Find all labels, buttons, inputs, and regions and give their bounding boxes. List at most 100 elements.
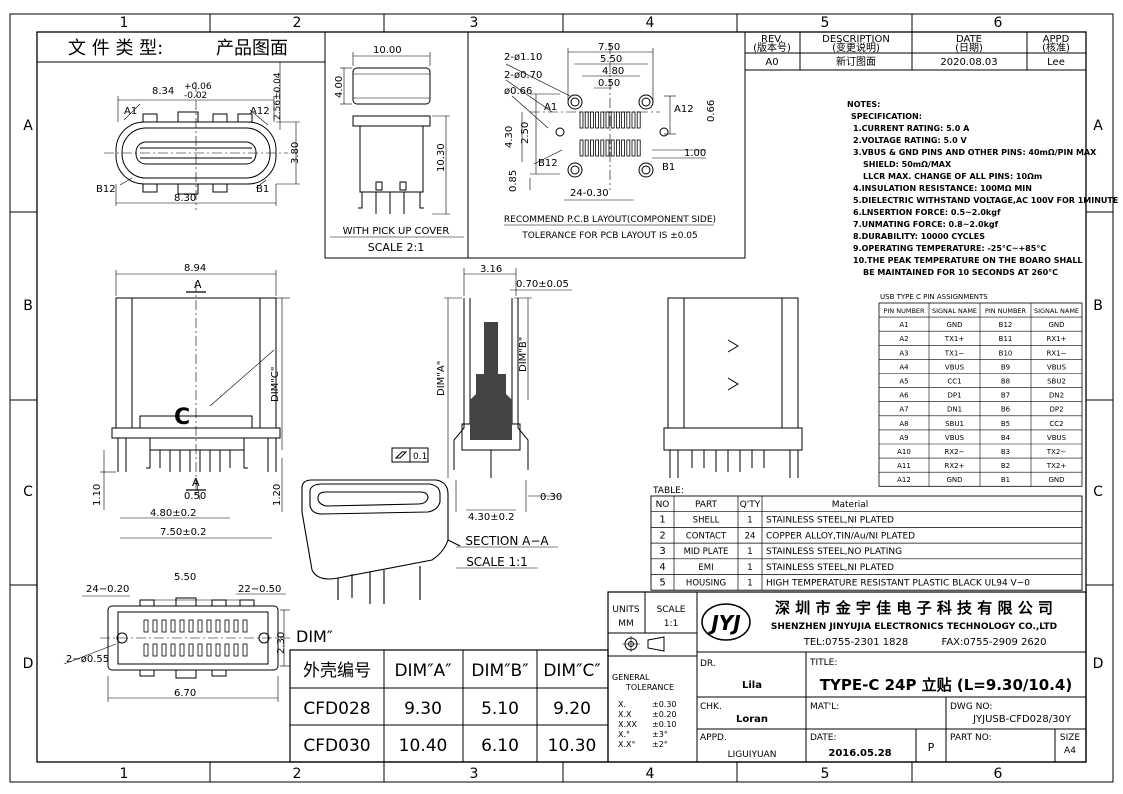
material-cell: HOUSING <box>686 579 726 589</box>
units-label: UNITS <box>612 605 639 615</box>
note-line-0: SPECIFICATION: <box>851 112 922 121</box>
zone-num-top-5: 5 <box>821 15 830 31</box>
pcb-pad <box>590 139 594 157</box>
note-line-4: SHIELD: 50mΩ/MAX <box>863 160 952 169</box>
title-value: TYPE-C 24P 立贴 (L=9.30/10.4) <box>820 676 1072 694</box>
notes-block: NOTES: SPECIFICATION: 1.CURRENT RATING: … <box>847 100 1118 277</box>
zone-num-top-3: 3 <box>470 15 479 31</box>
pin-table-cell: B12 <box>999 321 1013 329</box>
pcb-caption: RECOMMEND P.C.B LAYOUT(COMPONENT SIDE) <box>504 215 716 225</box>
top-view-label-a1: A1 <box>124 106 137 117</box>
rev-header-rev-en: REV. <box>761 34 783 45</box>
pin-table-cell: A9 <box>899 434 908 442</box>
material-cell: COPPER ALLOY,TIN/Au/NI PLATED <box>766 531 915 541</box>
pin-table-cell: A7 <box>899 406 908 414</box>
top-view-tol-plus: +0.06 <box>184 82 212 92</box>
pin-table-cell: GND <box>1048 476 1064 484</box>
rev-cell-date: 2020.08.03 <box>940 57 997 68</box>
note-line-6: 4.INSULATION RESISTANCE: 100MΩ MIN <box>853 184 1032 193</box>
pin-table-cell: DP2 <box>1049 406 1063 414</box>
material-cell: MID PLATE <box>684 547 729 557</box>
bottom-dim-2-30: 2.30 <box>276 632 287 654</box>
pcb-holes <box>555 94 669 178</box>
file-type-value: 产品图面 <box>216 38 288 59</box>
bottom-pin <box>242 619 248 633</box>
pcb-pad <box>616 139 620 157</box>
section-caption: SECTION A−A <box>465 534 549 548</box>
pin-table-cell: A4 <box>899 363 909 371</box>
pin-table-cell: TX1− <box>944 349 965 357</box>
pcb-dim-4-80: 4.80 <box>602 66 624 77</box>
material-cell: HIGH TEMPERATURE RESISTANT PLASTIC BLACK… <box>766 579 1030 589</box>
pcb-dim-7-50: 7.50 <box>598 42 620 53</box>
dim-row1-col1: 10.40 <box>399 736 448 756</box>
cover-caption: WITH PICK UP COVER <box>343 226 450 237</box>
pcb-pad <box>621 111 625 129</box>
date-label: DATE: <box>810 733 836 743</box>
zone-letter-left-b: B <box>23 298 33 314</box>
pcb-pad <box>590 111 594 129</box>
rev-cell-rev: A0 <box>765 57 778 68</box>
dim-row0-col2: 5.10 <box>481 699 519 719</box>
pcb-pad <box>600 111 605 129</box>
pin-table-cell: A2 <box>899 335 908 343</box>
pcb-dim-1-00: 1.00 <box>684 148 706 159</box>
rev-header-desc-en: DESCRIPTION <box>822 34 890 45</box>
pcb-label-a1: A1 <box>544 102 557 113</box>
top-view-label-b1: B1 <box>256 184 269 195</box>
section-hatch <box>470 322 512 440</box>
pin-table-cell: SBU1 <box>945 420 964 428</box>
cover-scale: SCALE 2:1 <box>368 241 424 254</box>
dim-row0-col3: 9.20 <box>553 699 591 719</box>
zone-letter-right-b: B <box>1093 298 1103 314</box>
pcb-pad <box>584 139 589 157</box>
material-cell: 2 <box>659 530 665 541</box>
cover-dim-width: 10.00 <box>373 45 402 56</box>
dim-row1-col0: CFD030 <box>303 736 370 756</box>
zone-num-top-2: 2 <box>293 15 302 31</box>
material-header: PART <box>695 500 718 510</box>
scale-value: 1:1 <box>664 619 678 629</box>
bottom-dim-holes: 2−ø0.55 <box>66 654 109 665</box>
bottom-view-labels: 24−0.20 5.50 22−0.50 2.30 2−ø0.55 6.70 <box>66 572 287 699</box>
rev-header-date-cn: (日期) <box>955 42 983 54</box>
bottom-pin <box>188 643 194 657</box>
pin-table-cell: B11 <box>999 335 1013 343</box>
pcb-pad <box>610 139 615 157</box>
top-view-label-a12: A12 <box>250 106 270 117</box>
top-view-labels: 8.34 +0.06 -0.02 8.30 2.56±0.04 3.80 A1 … <box>96 72 301 204</box>
bottom-pin <box>197 643 203 657</box>
bottom-pin <box>206 619 212 633</box>
pcb-tolerance: TOLERANCE FOR PCB LAYOUT IS ±0.05 <box>521 231 698 241</box>
dim-row0-col1: 9.30 <box>404 699 442 719</box>
zone-numbers: 1 2 3 4 5 6 1 2 3 4 5 6 A B C D A B C D <box>23 15 1104 782</box>
company-en: SHENZHEN JINYUJIA ELECTRONICS TECHNOLOGY… <box>771 622 1057 632</box>
pcb-dim-4-30: 4.30 <box>504 126 515 148</box>
rev-header-date-en: DATE <box>956 34 982 45</box>
dr-label: DR. <box>700 659 716 669</box>
top-view-dim-width: 8.34 <box>152 86 174 97</box>
pin-table-cell: B1 <box>1001 476 1010 484</box>
zone-letter-right-c: C <box>1093 484 1103 500</box>
zone-num-bottom-1: 1 <box>120 766 129 782</box>
zone-num-bottom-5: 5 <box>821 766 830 782</box>
pin-table-cell: DN1 <box>947 406 962 414</box>
section-view: 3.16 0.70±0.05 DIM"A" DIM"B" 0.1 0.30 4.… <box>391 264 572 569</box>
pcb-dim-0-85: 0.85 <box>508 170 519 192</box>
dwg-label: DWG NO: <box>950 702 992 712</box>
pcb-dim-hole-070: 2-ø0.70 <box>504 70 542 81</box>
bottom-pin <box>152 619 158 633</box>
pin-table-cell: VBUS <box>1047 434 1067 442</box>
chk-label: CHK. <box>700 702 722 712</box>
section-dim-0-30: 0.30 <box>540 492 562 503</box>
pcb-pad <box>595 139 599 157</box>
zone-num-top-1: 1 <box>120 15 129 31</box>
note-line-12: 10.THE PEAK TEMPERATURE ON THE BOARO SHA… <box>853 256 1083 265</box>
dim-row0-col0: CFD028 <box>303 699 370 719</box>
company-fax: FAX:0755-2909 2620 <box>941 637 1046 648</box>
material-cell: 1 <box>747 563 752 573</box>
pin-table-cell: B7 <box>1001 392 1010 400</box>
zone-num-top-6: 6 <box>994 15 1003 31</box>
